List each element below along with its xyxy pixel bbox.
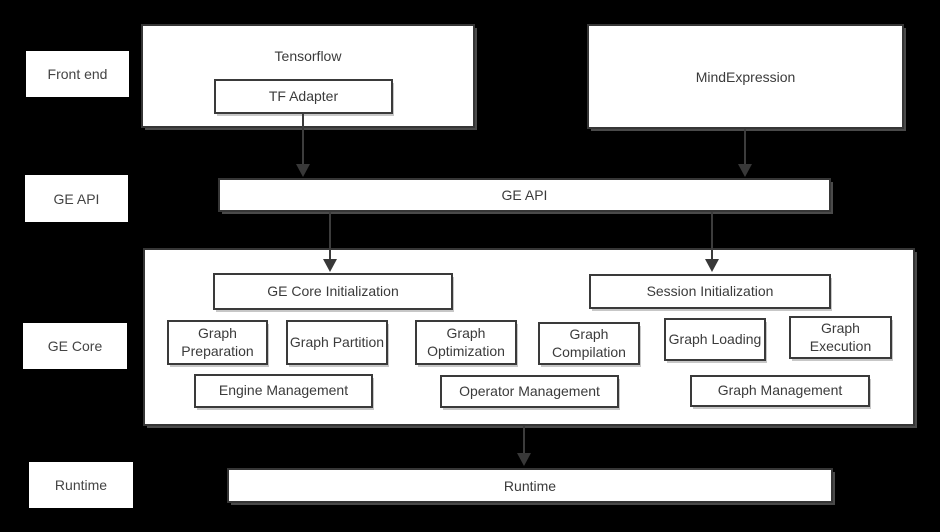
box-ge-core: GE Core Initialization Session Initializ… — [143, 248, 915, 426]
box-graph-management: Graph Management — [690, 375, 870, 407]
runtime-bar-label: Runtime — [503, 477, 557, 494]
box-ge-api-bar: GE API — [218, 178, 831, 212]
box-operator-management: Operator Management — [440, 375, 619, 408]
box-graph-loading: Graph Loading — [664, 318, 766, 361]
box-graph-partition: Graph Partition — [286, 320, 388, 365]
arrow-mindexpression-to-ge-api-icon — [738, 129, 752, 177]
row-label-front-end: Front end — [26, 51, 129, 97]
ge-api-bar-label: GE API — [501, 187, 548, 203]
box-tensorflow: Tensorflow TF Adapter — [141, 24, 475, 128]
row-label-runtime: Runtime — [29, 462, 133, 508]
mindexpression-label: MindExpression — [695, 68, 796, 85]
box-mindexpression: MindExpression — [587, 24, 904, 129]
box-session-initialization: Session Initialization — [589, 274, 831, 309]
box-ge-core-initialization: GE Core Initialization — [213, 273, 453, 310]
box-graph-preparation: Graph Preparation — [167, 320, 268, 365]
arrow-ge-api-to-session-initialization-icon — [705, 212, 719, 272]
arrow-ge-core-to-runtime-icon — [517, 426, 531, 466]
box-tf-adapter: TF Adapter — [214, 79, 393, 114]
row-label-ge-api: GE API — [25, 175, 128, 222]
box-graph-execution: Graph Execution — [789, 316, 892, 359]
box-graph-compilation: Graph Compilation — [538, 322, 640, 365]
arrow-tf-adapter-to-ge-api-icon — [296, 114, 310, 177]
box-runtime-bar: Runtime — [227, 468, 833, 503]
tensorflow-label: Tensorflow — [274, 48, 342, 64]
arrow-ge-api-to-ge-core-initialization-icon — [323, 212, 337, 272]
row-label-ge-core: GE Core — [23, 323, 127, 369]
box-graph-optimization: Graph Optimization — [415, 320, 517, 365]
box-engine-management: Engine Management — [194, 374, 373, 408]
